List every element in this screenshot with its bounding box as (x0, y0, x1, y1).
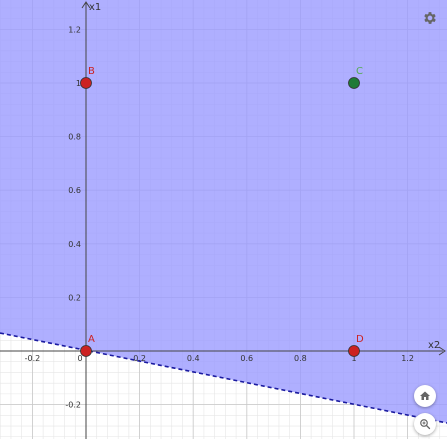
point-label-a: A (88, 334, 95, 345)
zoom-icon (420, 419, 431, 430)
y-tick-label: 0.8 (68, 133, 81, 142)
y-axis-label: x1 (89, 2, 101, 13)
settings-button[interactable] (419, 7, 441, 29)
tick-labels: -0.2 0 0.2 0.4 0.6 0.8 1 1.2 1.2 1 0.8 0.6 0.4 0.2 -0.… (25, 25, 414, 409)
gear-icon (424, 12, 436, 24)
y-axis-arrow (81, 1, 91, 9)
y-tick-label: 0.4 (68, 240, 81, 249)
point-a[interactable] (80, 345, 92, 357)
x-tick-label: 0 (77, 354, 82, 363)
point-b[interactable] (80, 77, 92, 89)
home-icon (420, 391, 430, 400)
boundary-line (0, 332, 447, 424)
point-label-c: C (356, 66, 363, 77)
y-tick-label: 1.2 (68, 25, 81, 34)
x-tick-label: 1.2 (401, 354, 414, 363)
zoom-button[interactable] (414, 413, 436, 435)
point-d[interactable] (348, 345, 360, 357)
point-label-d: D (356, 334, 364, 345)
x-tick-label: -0.2 (25, 354, 41, 363)
x-tick-label: 1 (351, 354, 356, 363)
x-tick-label: 0.4 (187, 354, 200, 363)
feasible-region (0, 0, 447, 423)
points: A B C D (80, 66, 364, 357)
y-tick-label: 1 (76, 79, 81, 88)
x-tick-label: 0.6 (240, 354, 253, 363)
x-axis-arrow (438, 346, 446, 356)
y-tick-label: 0.2 (68, 293, 81, 302)
home-button[interactable] (414, 385, 436, 407)
x-axis-label: x2 (428, 340, 440, 351)
point-c[interactable] (348, 77, 360, 89)
y-tick-label: 0.6 (68, 186, 81, 195)
y-tick-label: -0.2 (65, 401, 81, 410)
point-label-b: B (88, 66, 95, 77)
x-tick-label: 0.2 (133, 354, 146, 363)
x-tick-label: 0.8 (294, 354, 307, 363)
